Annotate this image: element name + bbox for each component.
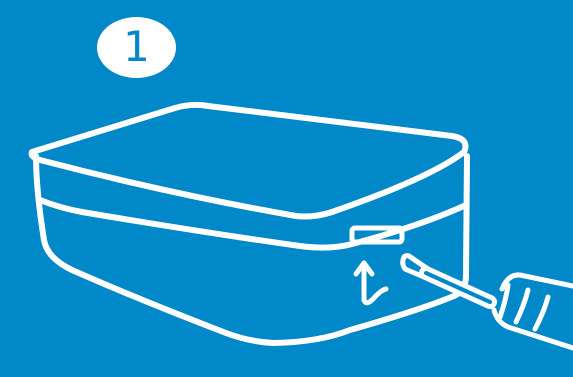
device-box-icon xyxy=(28,101,470,346)
step-badge: 1 xyxy=(97,17,176,78)
screwdriver-icon xyxy=(400,253,573,351)
step-number: 1 xyxy=(123,21,150,71)
lift-arrow-icon xyxy=(353,260,389,306)
release-slot-icon xyxy=(349,225,405,245)
